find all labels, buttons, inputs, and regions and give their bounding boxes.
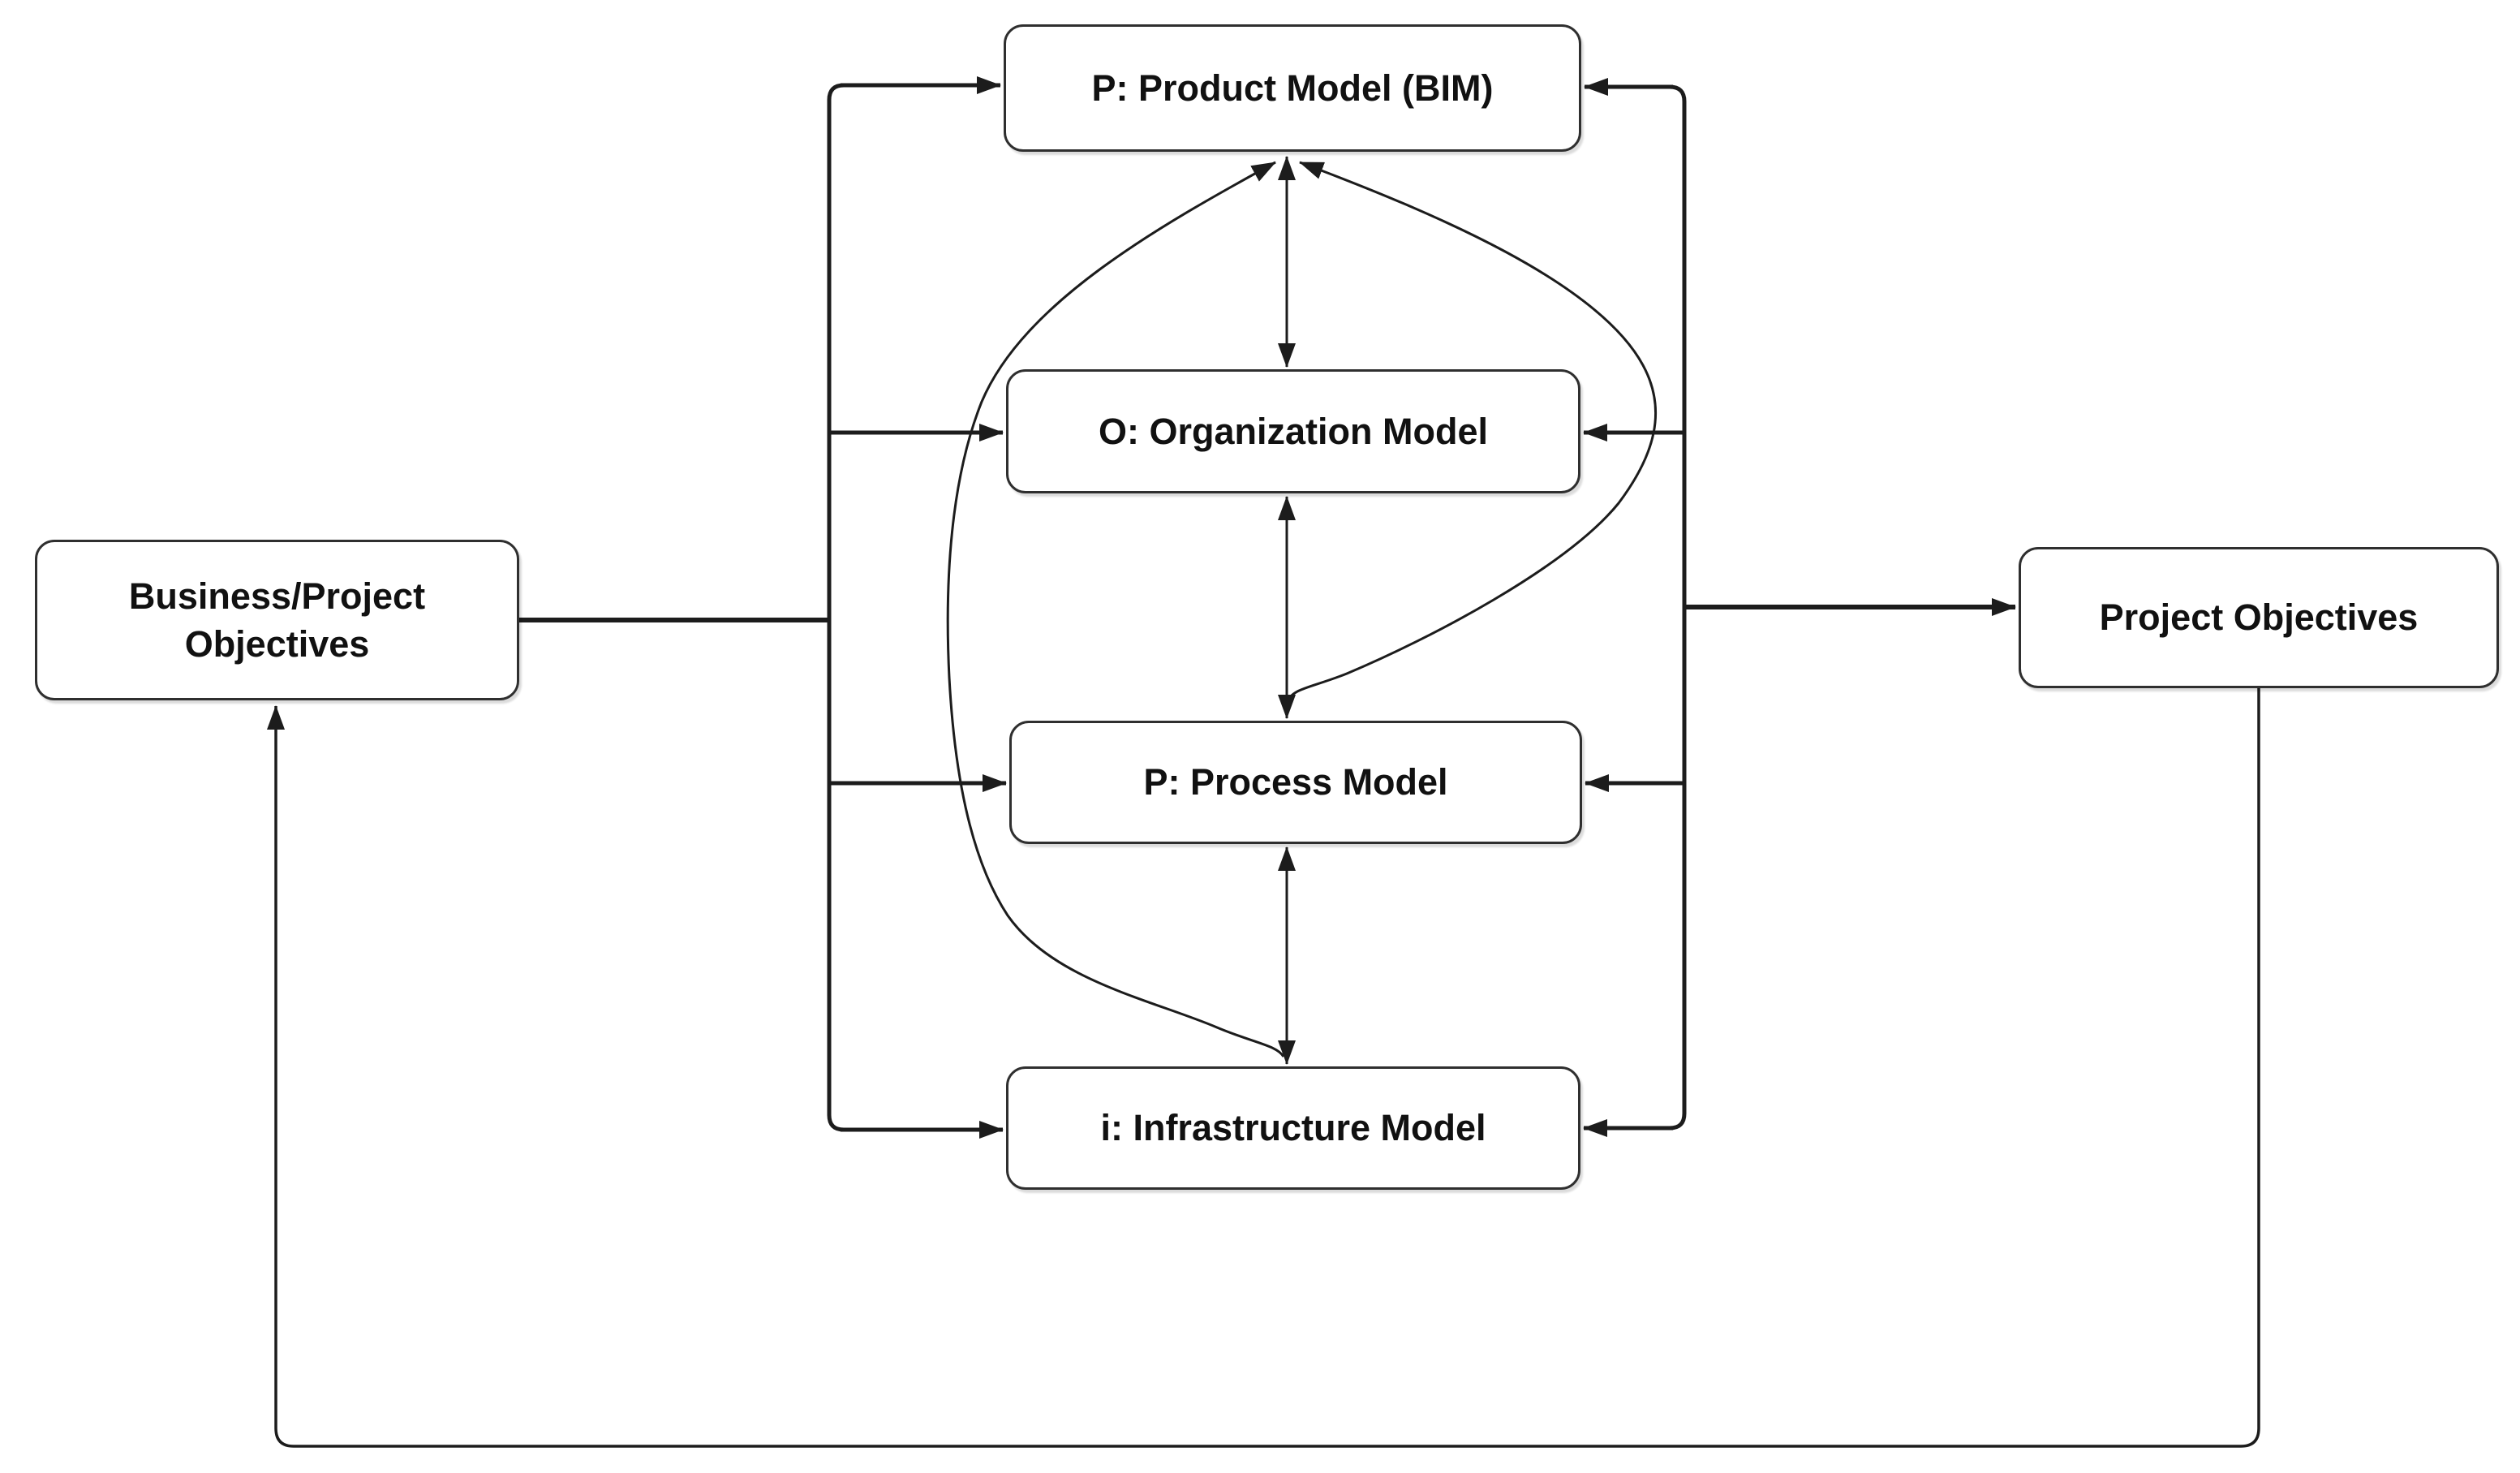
node-label: P: Process Model	[1143, 761, 1448, 803]
node-label: i: Infrastructure Model	[1100, 1107, 1486, 1149]
node-project-objectives: Project Objectives	[2019, 547, 2499, 688]
edge-feedback-loop	[267, 688, 2260, 1448]
right-rail	[1669, 84, 1687, 1131]
edge-product-process-curve	[1285, 161, 1658, 704]
node-label: P: Product Model (BIM)	[1091, 67, 1494, 109]
node-label: O: Organization Model	[1099, 410, 1488, 452]
edge-product-infrastructure-curve	[946, 161, 1285, 1057]
left-rail	[827, 83, 845, 1132]
node-product-model: P: Product Model (BIM)	[1004, 24, 1581, 152]
node-business-project-objectives: Business/Project Objectives	[35, 540, 519, 700]
node-process-model: P: Process Model	[1009, 721, 1582, 844]
node-infrastructure-model: i: Infrastructure Model	[1006, 1066, 1580, 1190]
node-label: Business/Project Objectives	[128, 575, 426, 665]
node-label: Project Objectives	[2099, 597, 2419, 639]
node-organization-model: O: Organization Model	[1006, 369, 1580, 493]
